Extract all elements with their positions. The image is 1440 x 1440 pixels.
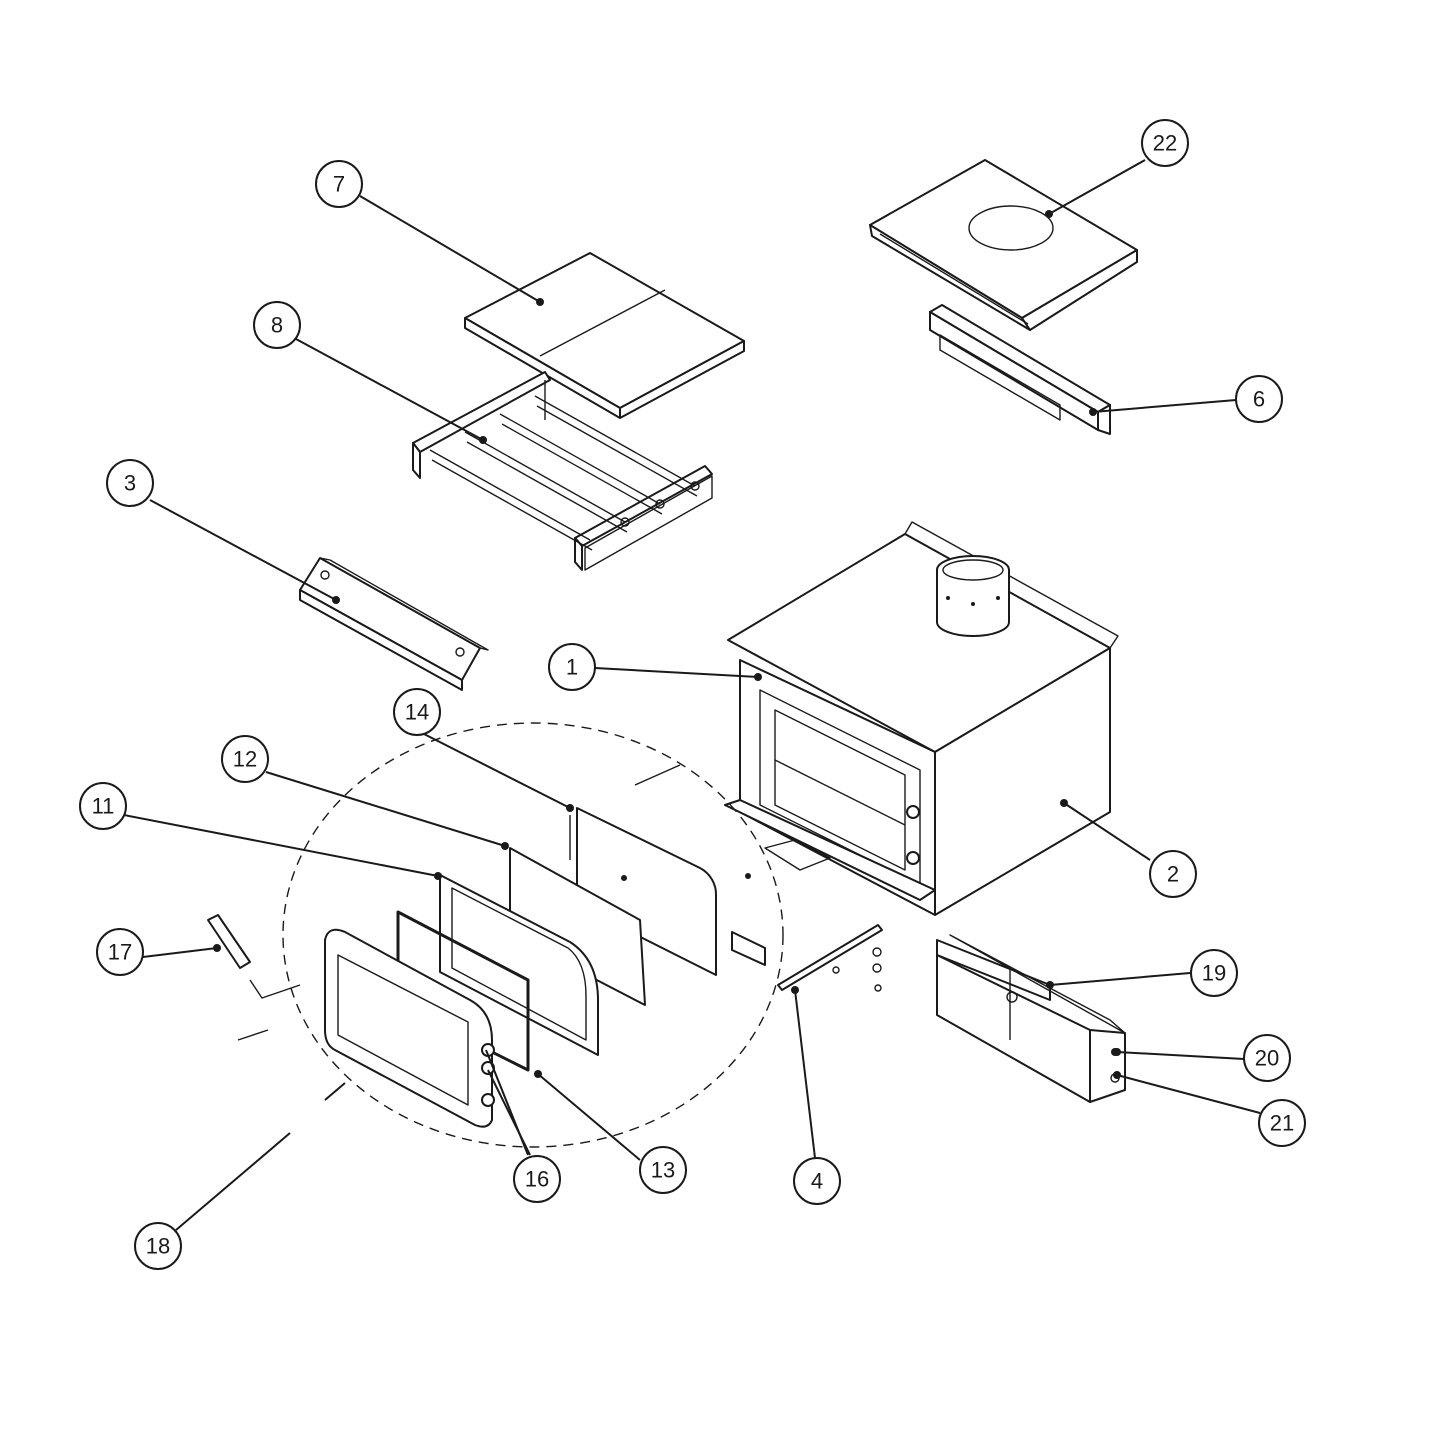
part-stove-body [724,521,1119,916]
callout-label: 4 [811,1169,823,1194]
part-baffle-frame [412,371,713,571]
leader-13 [537,1073,641,1161]
callout-22: 22 [1141,119,1189,167]
leader-lines [123,159,1261,1231]
leader-3 [149,499,337,601]
callout-16: 16 [513,1155,561,1203]
callout-6: 6 [1235,375,1283,423]
leader-4 [794,989,816,1159]
leader-19 [1049,972,1191,986]
callout-3: 3 [106,459,154,507]
leader-18b [324,1082,346,1101]
callout-label: 1 [566,655,578,680]
part-door-assembly [207,722,883,1148]
leader-11 [123,814,439,877]
leader-6 [1092,399,1237,413]
callout-label: 8 [271,313,283,338]
callout-4: 4 [793,1157,841,1205]
callout-1: 1 [548,643,596,691]
callout-label: 22 [1153,131,1177,156]
part-baffle-board [464,252,745,419]
callout-label: 14 [405,700,429,725]
callout-label: 18 [146,1234,170,1259]
leader-7 [359,195,541,303]
leader-8 [295,338,484,441]
leader-2 [1063,802,1151,861]
leader-20 [1116,1051,1245,1060]
callout-13: 13 [639,1146,687,1194]
callout-label: 12 [233,747,257,772]
leader-18a [175,1132,291,1231]
callout-8: 8 [253,301,301,349]
callout-21: 21 [1258,1099,1306,1147]
leader-14 [423,733,571,809]
callout-label: 6 [1253,387,1265,412]
callout-20: 20 [1243,1034,1291,1082]
callout-label: 11 [92,794,115,819]
callout-label: 3 [124,471,136,496]
callout-11: 11 [79,782,127,830]
callout-label: 16 [525,1167,549,1192]
callout-label: 20 [1255,1046,1279,1071]
callout-label: 13 [651,1158,675,1183]
callout-label: 21 [1270,1111,1294,1136]
callout-19: 19 [1190,949,1238,997]
leader-21 [1116,1074,1261,1114]
callout-2: 2 [1149,850,1197,898]
leader-12 [265,771,506,847]
part-rear-bar [929,304,1111,435]
part-top-shroud [869,159,1138,331]
callout-label: 7 [333,172,345,197]
callout-7: 7 [315,160,363,208]
part-side-box [936,934,1126,1103]
leader-1 [594,667,759,678]
leader-16b [487,1069,531,1156]
callout-17: 17 [96,928,144,976]
callout-12: 12 [221,735,269,783]
callout-label: 19 [1202,961,1226,986]
leader-22 [1048,159,1146,215]
leader-17 [142,947,218,958]
callout-label: 2 [1167,862,1179,887]
part-channel-bracket [299,557,489,691]
callout-18: 18 [134,1222,182,1270]
callout-14: 14 [393,688,441,736]
callout-label: 17 [108,940,132,965]
